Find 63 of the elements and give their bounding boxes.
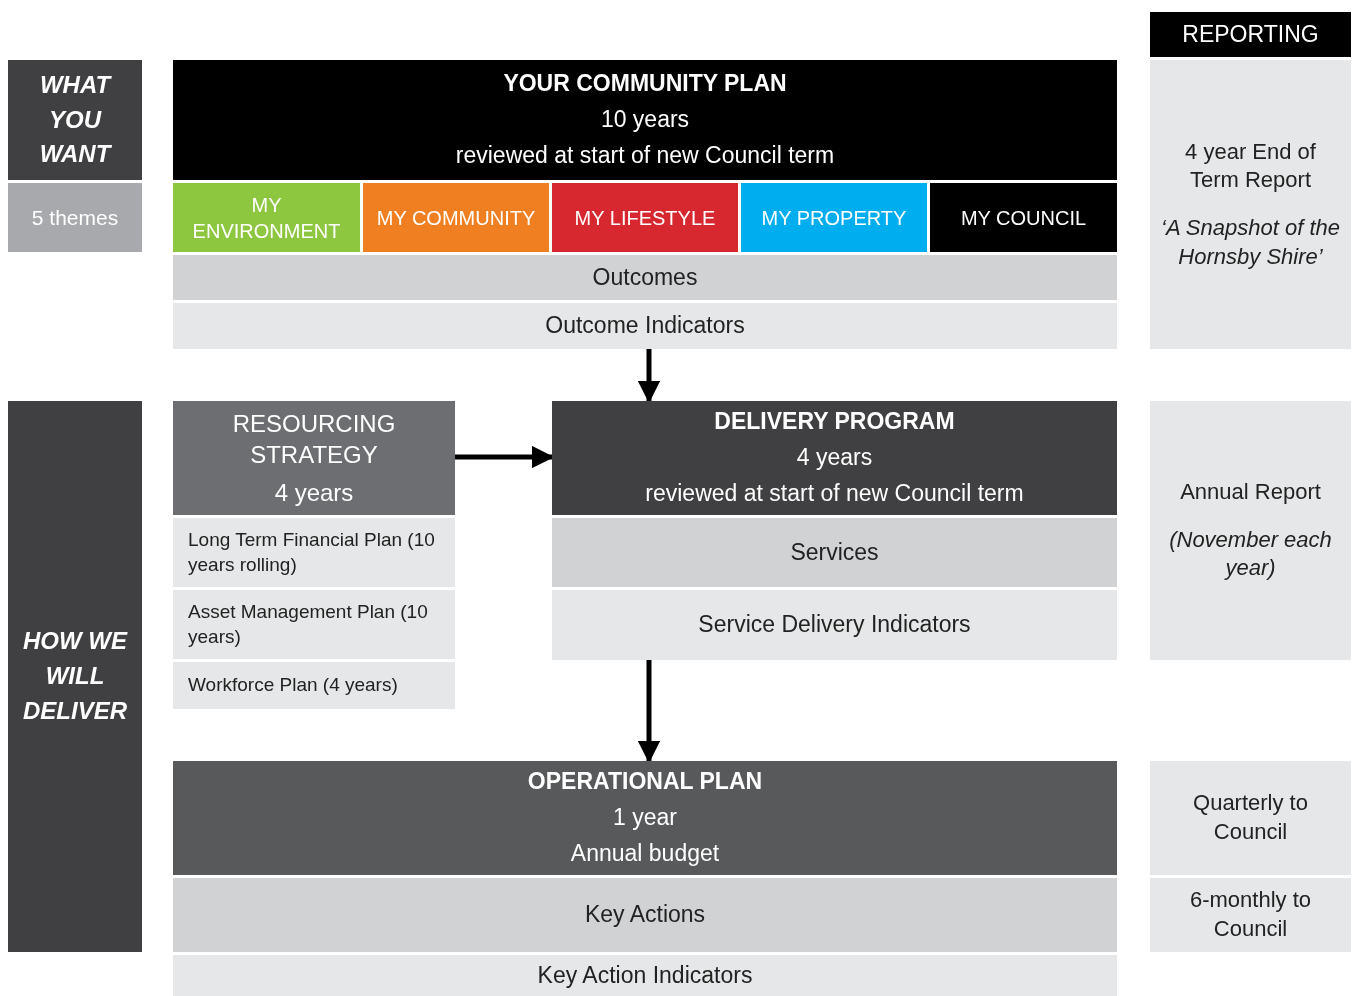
box-text: Annual budget <box>570 838 720 868</box>
section-band <box>173 303 1117 349</box>
plan-header <box>173 60 1117 180</box>
plan-item <box>173 662 455 709</box>
theme-box <box>741 183 927 252</box>
box-title: MY COMMUNITY <box>376 205 536 231</box>
box-title: Outcomes <box>592 262 698 292</box>
section-band <box>552 518 1117 587</box>
box-text: ‘A Snapshot of the Hornsby Shire’ <box>1160 214 1341 271</box>
box-title: 6-monthly to Council <box>1188 886 1313 943</box>
box-title: 4 year End of Term Report <box>1184 137 1317 195</box>
report-box <box>1150 401 1351 660</box>
box-text: 4 years <box>796 443 873 473</box>
theme-box <box>930 183 1117 252</box>
box-title: Services <box>790 537 879 567</box>
box-title: Service Delivery Indicators <box>698 610 971 640</box>
box-title: OPERATIONAL PLAN <box>527 767 763 797</box>
plan-item <box>173 518 455 587</box>
box-title: RESOURCING STRATEGY <box>231 409 397 471</box>
section-band <box>173 955 1117 996</box>
plan-header <box>173 761 1117 875</box>
box-text: reviewed at start of new Council term <box>455 140 835 170</box>
plan-item <box>173 590 455 659</box>
box-text: 4 years <box>274 477 354 508</box>
box-title: Annual Report <box>1180 478 1321 507</box>
box-title: YOUR COMMUNITY PLAN <box>503 69 787 99</box>
box-title: Key Action Indicators <box>537 960 753 990</box>
box-text: 10 years <box>600 105 690 135</box>
plan-header <box>173 401 455 515</box>
box-title: REPORTING <box>1182 19 1319 49</box>
box-title: MY COUNCIL <box>960 205 1087 231</box>
plan-header <box>552 401 1117 515</box>
box-title: HOW WE WILL DELIVER <box>22 626 128 726</box>
box-title: Quarterly to Council <box>1192 789 1309 846</box>
box-title: Workforce Plan (4 years) <box>188 673 398 698</box>
box-title: 5 themes <box>31 204 119 231</box>
box-title: DELIVERY PROGRAM <box>714 407 955 437</box>
column-header <box>1150 12 1351 57</box>
row-header <box>8 401 142 952</box>
theme-box <box>173 183 360 252</box>
section-band <box>552 590 1117 660</box>
section-band <box>173 878 1117 952</box>
box-text: (November each year) <box>1168 525 1333 583</box>
theme-box <box>363 183 549 252</box>
section-band <box>173 255 1117 300</box>
box-title: MY PROPERTY <box>761 205 907 231</box>
box-title: WHAT YOU WANT <box>38 69 113 170</box>
box-title: Asset Management Plan (10 years) <box>188 599 429 649</box>
row-header <box>8 60 142 180</box>
box-title: MY LIFESTYLE <box>574 205 716 231</box>
arrow <box>637 660 661 764</box>
theme-count-box <box>8 183 142 252</box>
box-title: Outcome Indicators <box>545 311 745 341</box>
box-title: Key Actions <box>584 900 706 930</box>
report-box <box>1150 878 1351 952</box>
report-box <box>1150 761 1351 875</box>
box-title: MY ENVIRONMENT <box>191 192 342 244</box>
arrow <box>637 349 661 404</box>
theme-box <box>552 183 738 252</box>
box-text: 1 year <box>613 803 677 833</box>
report-box <box>1150 60 1351 349</box>
box-title: Long Term Financial Plan (10 years rolling) <box>188 527 436 577</box>
box-text: reviewed at start of new Council term <box>645 478 1024 508</box>
